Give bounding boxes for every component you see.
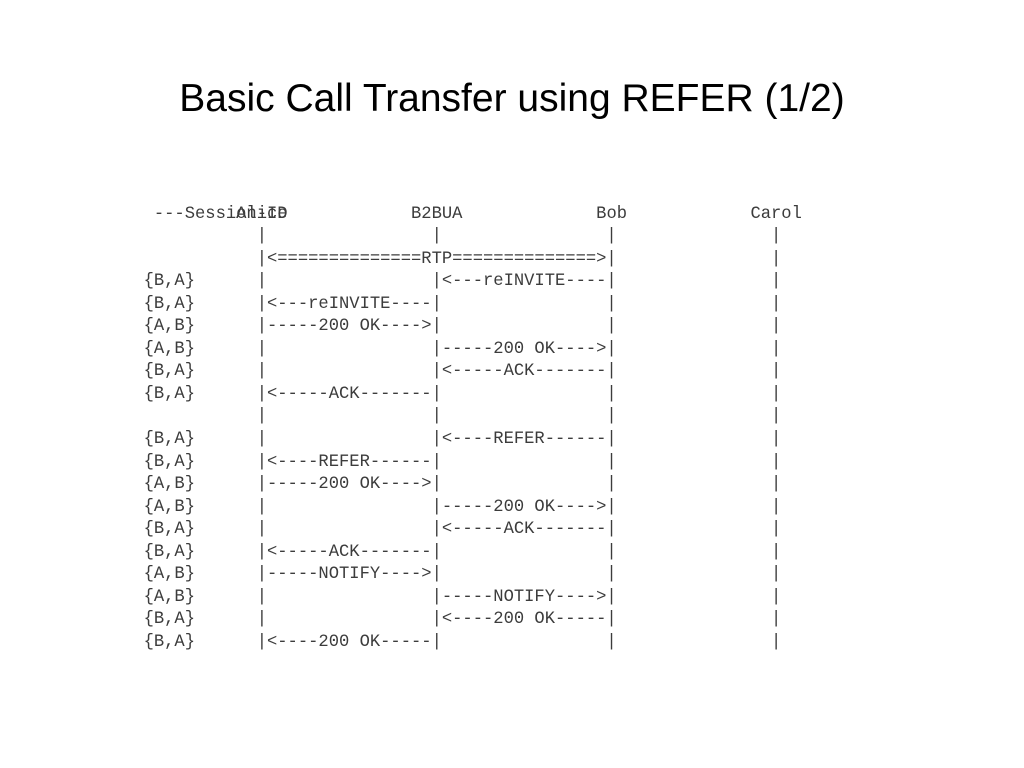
flow-row: {B,A} |<----REFER------| | | — [123, 452, 822, 475]
participant-header-row: --- Alice B2BUA Bob Carol — [123, 204, 822, 227]
flow-row: {A,B} |-----200 OK---->| | | — [123, 474, 822, 497]
slide-title: Basic Call Transfer using REFER (1/2) — [179, 77, 845, 120]
session-id: {A,B} — [143, 475, 195, 495]
flow-row: {B,A} | |<---reINVITE----| | — [123, 271, 822, 294]
flow-row: {A,B} | |-----NOTIFY---->| | — [123, 587, 822, 610]
participant-carol: Carol — [750, 204, 802, 224]
flow-line: | |-----200 OK---->| | — [256, 497, 782, 517]
session-id: {B,A} — [143, 452, 195, 472]
session-id: {B,A} — [143, 362, 195, 382]
participant-b2bua: B2BUA — [411, 204, 463, 224]
session-id: {A,B} — [143, 339, 195, 359]
session-id-header-row: Session-ID — [123, 181, 822, 224]
session-id: {A,B} — [143, 497, 195, 517]
flow-line: | | | | — [256, 227, 782, 247]
flow-line: |<-----ACK-------| | | — [256, 384, 782, 404]
session-id: {B,A} — [143, 294, 195, 314]
flow-line: |<----200 OK-----| | | — [256, 632, 782, 652]
session-id: {B,A} — [143, 272, 195, 292]
participant-alice: Alice — [236, 204, 288, 224]
flow-row: | | | | — [123, 226, 822, 249]
flow-line: | |-----200 OK---->| | — [256, 339, 782, 359]
flow-row: {B,A} |<-----ACK-------| | | — [123, 542, 822, 565]
session-id: {B,A} — [143, 384, 195, 404]
session-id: {B,A} — [143, 610, 195, 630]
flow-row: {A,B} |-----200 OK---->| | | — [123, 316, 822, 339]
flow-line: |<-----ACK-------| | | — [256, 542, 782, 562]
flow-row: {B,A} |<---reINVITE----| | | — [123, 294, 822, 317]
flow-row: {B,A} | |<-----ACK-------| | — [123, 361, 822, 384]
flow-line: | |<----REFER------| | — [256, 430, 782, 450]
session-id: {B,A} — [143, 632, 195, 652]
message-sequence: | | | ||<==============RTP==============… — [123, 226, 822, 654]
flow-row: {B,A} | |<----200 OK-----| | — [123, 609, 822, 632]
flow-row: |<==============RTP==============>| | — [123, 249, 822, 272]
session-id: {B,A} — [143, 430, 195, 450]
flow-line: |-----200 OK---->| | | — [256, 475, 782, 495]
session-id: {A,B} — [143, 317, 195, 337]
flow-line: |<---reINVITE----| | | — [256, 294, 782, 314]
flow-line: | |<----200 OK-----| | — [256, 610, 782, 630]
flow-line: | |-----NOTIFY---->| | — [256, 587, 782, 607]
session-id: {B,A} — [143, 520, 195, 540]
flow-line: | | | | — [256, 407, 782, 427]
session-id-column-marker: --- — [153, 204, 185, 224]
flow-line: |<==============RTP==============>| | — [256, 249, 782, 269]
flow-row: {B,A} | |<-----ACK-------| | — [123, 519, 822, 542]
flow-line: | |<-----ACK-------| | — [256, 362, 782, 382]
session-id: {A,B} — [143, 587, 195, 607]
session-id: {B,A} — [143, 542, 195, 562]
participant-bob: Bob — [596, 204, 628, 224]
flow-row: {A,B} | |-----200 OK---->| | — [123, 339, 822, 362]
flow-row: | | | | — [123, 406, 822, 429]
flow-row: {B,A} | |<----REFER------| | — [123, 429, 822, 452]
call-flow-diagram: Session-ID --- Alice B2BUA Bob Carol | |… — [123, 181, 822, 654]
flow-row: {A,B} | |-----200 OK---->| | — [123, 497, 822, 520]
flow-line: |<----REFER------| | | — [256, 452, 782, 472]
flow-row: {B,A} |<----200 OK-----| | | — [123, 632, 822, 655]
session-id: {A,B} — [143, 565, 195, 585]
flow-line: | |<-----ACK-------| | — [256, 520, 782, 540]
flow-row: {B,A} |<-----ACK-------| | | — [123, 384, 822, 407]
session-id-label: Session-ID — [184, 204, 288, 224]
flow-row: {A,B} |-----NOTIFY---->| | | — [123, 564, 822, 587]
flow-line: |-----NOTIFY---->| | | — [256, 565, 782, 585]
flow-line: | |<---reINVITE----| | — [256, 272, 782, 292]
flow-line: |-----200 OK---->| | | — [256, 317, 782, 337]
